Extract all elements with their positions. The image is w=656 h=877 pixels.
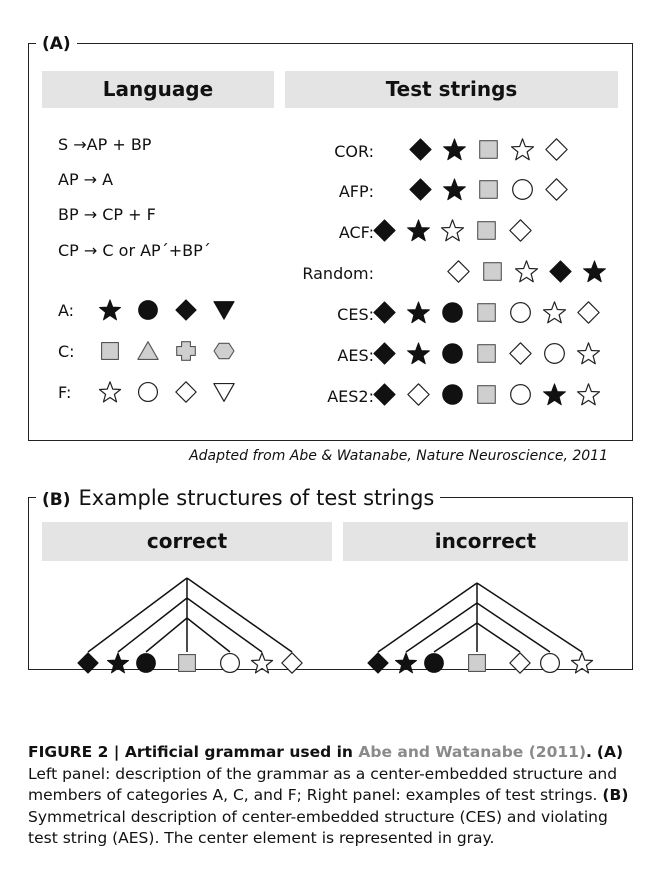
category-label-f: F: <box>58 383 72 402</box>
star-open-icon <box>98 380 122 404</box>
diamond-open-icon <box>508 218 533 243</box>
diamond-filled-icon <box>372 382 397 407</box>
diamond-open-icon <box>406 382 431 407</box>
grammar-rule: CP → C or AP´+BP´ <box>58 241 211 260</box>
square-gray-icon <box>465 651 489 675</box>
star-filled-icon <box>442 137 467 162</box>
circle-filled-icon <box>440 382 465 407</box>
square-gray-icon <box>480 259 505 284</box>
diamond-open-icon <box>544 177 569 202</box>
grammar-rule: AP → A <box>58 170 114 189</box>
star-filled-icon <box>582 259 607 284</box>
circle-open-icon <box>508 300 533 325</box>
diamond-open-icon <box>280 651 304 675</box>
circle-filled-icon <box>134 651 158 675</box>
panel-a-label: (A) <box>36 34 77 54</box>
diamond-filled-icon <box>548 259 573 284</box>
circle-open-icon <box>136 380 160 404</box>
star-open-icon <box>576 382 601 407</box>
test-label-random: Random: <box>302 264 374 283</box>
grammar-rule: BP → CP + F <box>58 205 156 224</box>
diamond-filled-icon <box>408 137 433 162</box>
star-filled-icon <box>406 218 431 243</box>
square-gray-icon <box>474 218 499 243</box>
square-gray-icon <box>474 300 499 325</box>
category-label-c: C: <box>58 342 75 361</box>
star-open-icon <box>542 300 567 325</box>
diamond-filled-icon <box>372 341 397 366</box>
circle-filled-icon <box>440 300 465 325</box>
caption-citation-link[interactable]: Abe and Watanabe (2011) <box>358 743 587 761</box>
diamond-open-icon <box>544 137 569 162</box>
star-filled-icon <box>406 300 431 325</box>
caption-a-text: Left panel: description of the grammar a… <box>28 764 618 805</box>
square-gray-icon <box>474 341 499 366</box>
caption-a-label: (A) <box>596 743 624 761</box>
panel-b-title-text: Example structures of test strings <box>78 486 435 510</box>
star-open-icon <box>570 651 594 675</box>
triangle-down-filled-icon <box>212 298 236 322</box>
panel-a-frame <box>28 43 633 441</box>
square-gray-icon <box>98 339 122 363</box>
figure-credit: Adapted from Abe & Watanabe, Nature Neur… <box>189 448 608 464</box>
circle-open-icon <box>542 341 567 366</box>
star-filled-icon <box>106 651 130 675</box>
diamond-filled-icon <box>366 651 390 675</box>
star-open-icon <box>250 651 274 675</box>
circle-open-icon <box>218 651 242 675</box>
diamond-open-icon <box>576 300 601 325</box>
diamond-filled-icon <box>76 651 100 675</box>
incorrect-header: incorrect <box>343 522 628 561</box>
test-strings-header: Test strings <box>285 71 618 108</box>
star-open-icon <box>510 137 535 162</box>
caption-suffix: . <box>586 743 592 761</box>
test-label-aes: AES: <box>337 346 374 365</box>
diamond-filled-icon <box>372 300 397 325</box>
diamond-filled-icon <box>408 177 433 202</box>
correct-header: correct <box>42 522 332 561</box>
star-filled-icon <box>442 177 467 202</box>
panel-b-label: (B) <box>42 490 71 510</box>
star-filled-icon <box>98 298 122 322</box>
star-open-icon <box>514 259 539 284</box>
triangle-up-gray-icon <box>136 339 160 363</box>
test-label-acf: ACF: <box>338 223 374 242</box>
test-label-cor: COR: <box>334 142 374 161</box>
star-open-icon <box>440 218 465 243</box>
grammar-rule: S →AP + BP <box>58 135 152 154</box>
square-gray-icon <box>476 137 501 162</box>
diamond-open-icon <box>508 651 532 675</box>
star-filled-icon <box>542 382 567 407</box>
category-label-a: A: <box>58 301 75 320</box>
star-filled-icon <box>406 341 431 366</box>
test-label-ces: CES: <box>337 305 374 324</box>
circle-open-icon <box>510 177 535 202</box>
diamond-open-icon <box>446 259 471 284</box>
caption-b-text: Symmetrical description of center-embedd… <box>28 807 608 848</box>
test-label-afp: AFP: <box>338 182 374 201</box>
circle-filled-icon <box>440 341 465 366</box>
cross-gray-icon <box>174 339 198 363</box>
circle-filled-icon <box>136 298 160 322</box>
star-filled-icon <box>394 651 418 675</box>
square-gray-icon <box>474 382 499 407</box>
figure-caption: FIGURE 2 | Artificial grammar used in Ab… <box>28 742 633 850</box>
circle-filled-icon <box>422 651 446 675</box>
test-label-aes2: AES2: <box>327 387 374 406</box>
diamond-open-icon <box>174 380 198 404</box>
triangle-down-open-icon <box>212 380 236 404</box>
hexagon-gray-icon <box>212 339 236 363</box>
diamond-open-icon <box>508 341 533 366</box>
circle-open-icon <box>508 382 533 407</box>
diamond-filled-icon <box>372 218 397 243</box>
diamond-filled-icon <box>174 298 198 322</box>
caption-prefix: FIGURE 2 | Artificial grammar used in <box>28 743 359 761</box>
language-header: Language <box>42 71 274 108</box>
circle-open-icon <box>538 651 562 675</box>
panel-b-title: (B) Example structures of test strings <box>36 486 441 510</box>
square-gray-icon <box>476 177 501 202</box>
square-gray-icon <box>175 651 199 675</box>
caption-b-label: (B) <box>602 786 629 804</box>
star-open-icon <box>576 341 601 366</box>
